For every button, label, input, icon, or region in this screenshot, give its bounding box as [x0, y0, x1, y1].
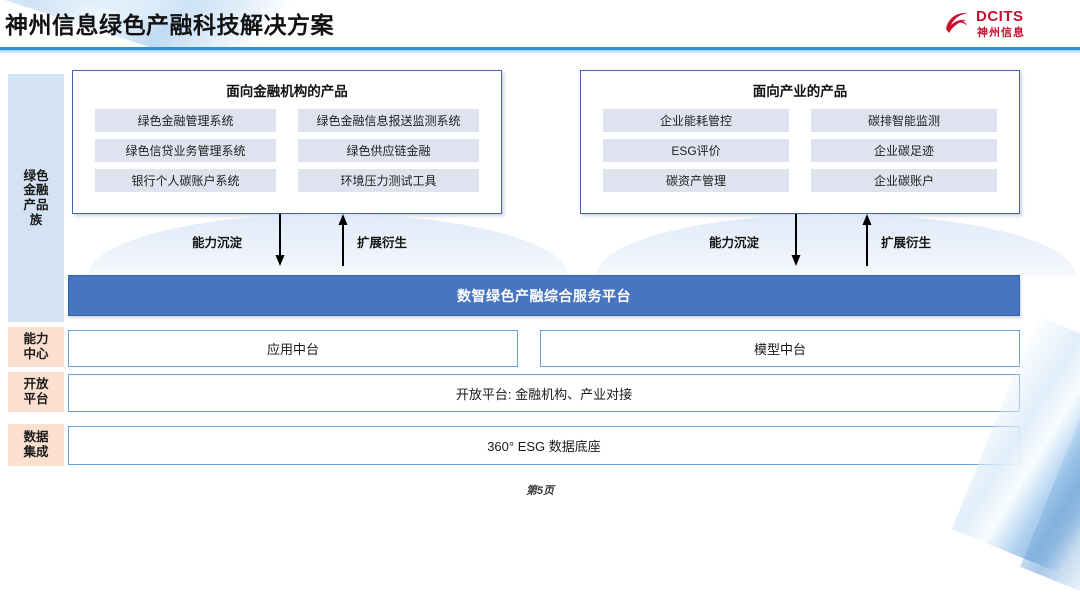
flow-dome-left: [88, 214, 568, 276]
panel-industry-products: 面向产业的产品 企业能耗管控 碳排智能监测 ESG评价 企业碳足迹 碳资产管理 …: [580, 70, 1020, 214]
logo-text: DCITS: [976, 8, 1024, 25]
product-tile[interactable]: 碳资产管理: [603, 169, 789, 192]
sidebar-item-label: 能力 中心: [23, 332, 49, 361]
product-tile[interactable]: 企业碳账户: [811, 169, 997, 192]
row-data-base[interactable]: 360° ESG 数据底座: [68, 426, 1020, 465]
panel-title: 面向金融机构的产品: [226, 84, 348, 99]
page-title: 神州信息绿色产融科技解决方案: [5, 12, 334, 38]
logo-mark-icon: [946, 12, 968, 33]
logo-subtext: 神州信息: [977, 27, 1025, 39]
flow-label-capability-precipitation-left: 能力沉淀: [192, 236, 243, 250]
product-tile[interactable]: 绿色金融信息报送监测系统: [298, 109, 479, 132]
arrow-down-icon-right: [791, 214, 801, 266]
panel-financial-institution-products: 面向金融机构的产品 绿色金融管理系统 绿色金融信息报送监测系统 绿色信贷业务管理…: [72, 70, 502, 214]
dcits-logo: DCITS 神州信息: [944, 8, 1072, 40]
product-tile[interactable]: 碳排智能监测: [811, 109, 997, 132]
page-number: 第5页: [525, 485, 555, 497]
sidebar-item-label: 数据 集成: [23, 430, 49, 459]
product-tile[interactable]: 企业碳足迹: [811, 139, 997, 162]
flow-label-expansion-derivation-right: 扩展衍生: [881, 236, 932, 250]
header-divider: [0, 47, 1080, 50]
product-tile[interactable]: 企业能耗管控: [603, 109, 789, 132]
corner-ribbon-decoration-2: [1020, 353, 1080, 600]
panel-tile-grid: 绿色金融管理系统 绿色金融信息报送监测系统 绿色信贷业务管理系统 绿色供应链金融…: [95, 109, 479, 192]
arrow-up-icon-left: [338, 214, 348, 266]
product-tile[interactable]: 环境压力测试工具: [298, 169, 479, 192]
product-tile[interactable]: 绿色供应链金融: [298, 139, 479, 162]
flow-label-capability-precipitation-right: 能力沉淀: [709, 236, 760, 250]
panel-title: 面向产业的产品: [752, 84, 848, 99]
arrow-down-icon-left: [275, 214, 285, 266]
platform-bar[interactable]: 数智绿色产融综合服务平台: [68, 275, 1020, 316]
flow-dome-right: [596, 214, 1076, 276]
row-application-middle-platform[interactable]: 应用中台: [68, 330, 518, 367]
product-tile[interactable]: 绿色信贷业务管理系统: [95, 139, 276, 162]
sidebar-item-label: 绿色 金融 产品 族: [23, 168, 49, 227]
page-header: 神州信息绿色产融科技解决方案 DCITS 神州信息: [0, 0, 1080, 47]
panel-tile-grid: 企业能耗管控 碳排智能监测 ESG评价 企业碳足迹 碳资产管理 企业碳账户: [603, 109, 997, 192]
product-tile[interactable]: ESG评价: [603, 139, 789, 162]
sidebar-item-open-platform[interactable]: 开放 平台: [8, 372, 64, 412]
product-tile[interactable]: 银行个人碳账户系统: [95, 169, 276, 192]
sidebar-item-data-integration[interactable]: 数据 集成: [8, 424, 64, 466]
row-model-middle-platform[interactable]: 模型中台: [540, 330, 1020, 367]
header-divider-glow: [0, 50, 1080, 56]
arrow-up-icon-right: [862, 214, 872, 266]
sidebar-item-label: 开放 平台: [23, 377, 49, 406]
product-tile[interactable]: 绿色金融管理系统: [95, 109, 276, 132]
sidebar-item-ability-center[interactable]: 能力 中心: [8, 327, 64, 367]
sidebar-item-green-finance[interactable]: 绿色 金融 产品 族: [8, 74, 64, 322]
row-open-platform[interactable]: 开放平台: 金融机构、产业对接: [68, 374, 1020, 412]
flow-label-expansion-derivation-left: 扩展衍生: [357, 236, 408, 250]
